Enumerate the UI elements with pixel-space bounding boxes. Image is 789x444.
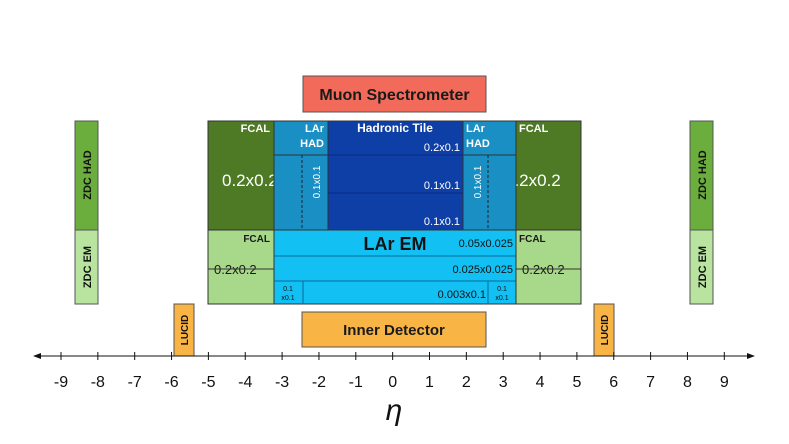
lar-had-left-granularity: 0.1x0.1 [312, 165, 323, 198]
axis-tick-label: 9 [720, 374, 729, 391]
em-small-right: 0.1 [497, 286, 507, 293]
fcal-left-top-label: FCAL [241, 123, 271, 135]
em-granularity-3: 0.003x0.1 [438, 289, 486, 301]
fcal-left-top-granularity: 0.2x0.2 [222, 171, 278, 190]
muon-spectrometer-label: Muon Spectrometer [319, 87, 469, 104]
eta-axis-symbol: η [386, 394, 403, 427]
axis-tick-label: -7 [128, 374, 142, 391]
fcal-right-bottom-label: FCAL [519, 234, 546, 245]
inner-detector-box [301, 311, 487, 348]
lar-had-left-label-1: LAr [305, 123, 325, 135]
axis-arrow-right [747, 353, 755, 359]
axis-tick-label: 8 [683, 374, 692, 391]
zdc-had-left-label: ZDC HAD [82, 150, 94, 200]
lar-had-right-granularity: 0.1x0.1 [473, 165, 484, 198]
zdc-had-right-label: ZDC HAD [697, 150, 709, 200]
tile-granularity-3: 0.1x0.1 [424, 216, 460, 228]
fcal-right-bottom [515, 229, 582, 305]
axis-ticks: -9 -8 -7 -6 -5 -4 -3 -2 -1 0 1 2 3 4 5 6 7 8 9 [54, 352, 729, 391]
axis-tick-label: 6 [609, 374, 618, 391]
zdc-em-left [74, 229, 99, 305]
lar-had-right [462, 120, 517, 231]
axis-tick-label: -6 [164, 374, 178, 391]
em-granularity-1: 0.05x0.025 [459, 238, 513, 250]
lucid-right-label: LUCID [600, 315, 611, 346]
lar-had-right-label-1: LAr [466, 123, 486, 135]
axis-tick-label: -9 [54, 374, 68, 391]
lar-had-right-label-2: HAD [466, 138, 490, 150]
axis-arrow-left [33, 353, 41, 359]
lucid-left-label: LUCID [180, 315, 191, 346]
axis-tick-label: 5 [572, 374, 581, 391]
fcal-right-top [515, 120, 582, 231]
hadronic-tile-label: Hadronic Tile [357, 121, 433, 135]
em-small-left-2: x0.1 [281, 295, 294, 302]
fcal-left-bottom [207, 229, 275, 305]
inner-detector-label: Inner Detector [343, 322, 445, 339]
fcal-right-top-granularity: 0.2x0.2 [505, 171, 561, 190]
axis-tick-label: -1 [349, 374, 363, 391]
axis-tick-label: 1 [425, 374, 434, 391]
em-small-right-2: x0.1 [495, 295, 508, 302]
axis-tick-label: -3 [275, 374, 289, 391]
zdc-em-left-label: ZDC EM [82, 246, 94, 288]
muon-spectrometer-box [302, 75, 487, 113]
axis-tick-label: -2 [312, 374, 326, 391]
tile-granularity-1: 0.2x0.1 [424, 142, 460, 154]
axis-tick-label: -5 [201, 374, 215, 391]
axis-tick-label: -8 [91, 374, 105, 391]
fcal-left-bottom-label: FCAL [243, 234, 270, 245]
hadronic-tile [327, 120, 464, 231]
fcal-right-top-label: FCAL [519, 123, 549, 135]
em-small-left: 0.1 [283, 286, 293, 293]
lar-em-label: LAr EM [364, 234, 427, 254]
axis-tick-label: 3 [499, 374, 508, 391]
axis-tick-label: 0 [388, 374, 397, 391]
tile-granularity-2: 0.1x0.1 [424, 180, 460, 192]
zdc-em-right [689, 229, 714, 305]
lar-em [273, 229, 517, 305]
axis-tick-label: 7 [646, 374, 655, 391]
axis-tick-label: 2 [462, 374, 471, 391]
fcal-left-top [207, 120, 275, 231]
zdc-em-right-label: ZDC EM [697, 246, 709, 288]
lar-had-left-label-2: HAD [300, 138, 324, 150]
em-granularity-2: 0.025x0.025 [452, 264, 513, 276]
axis-tick-label: -4 [238, 374, 252, 391]
axis-tick-label: 4 [536, 374, 545, 391]
